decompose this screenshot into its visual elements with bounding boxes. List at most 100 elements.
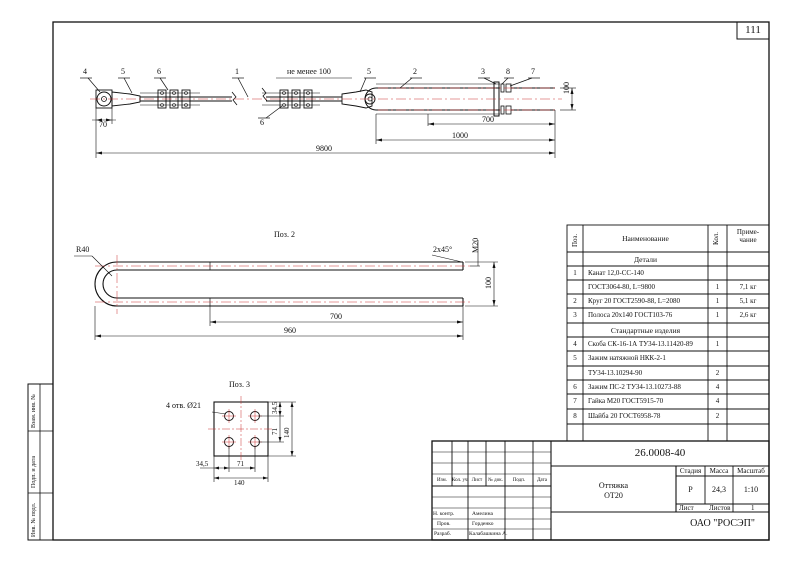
spec-row-pos: 5	[573, 354, 577, 362]
sheet-label: Лист	[679, 504, 694, 512]
spec-row-name: ТУ34-13.10294-90	[588, 369, 643, 377]
scale-label: Масштаб	[737, 467, 765, 475]
dim-960: 960	[284, 326, 296, 335]
callout-5-right: 5	[367, 67, 371, 76]
spec-row-qty: 2	[715, 369, 720, 377]
spec-row-qty: 4	[715, 383, 720, 391]
spec-row-pos: 6	[573, 383, 577, 391]
spec-row-qty: 1	[715, 311, 720, 319]
dim-9800: 9800	[316, 144, 332, 153]
spec-section-standard: Стандартные изделия	[610, 326, 681, 335]
callout-8: 8	[506, 67, 510, 76]
col-header-kol: Кол. уч.	[452, 478, 469, 483]
spec-row-qty: 4	[715, 397, 720, 405]
spec-row-qty: 2	[715, 412, 720, 420]
view3-plate	[200, 396, 296, 482]
person-2: Горденко	[472, 521, 494, 527]
col-header-podp: Подп.	[512, 478, 526, 483]
margin-label-vzam: Взам. инв. №	[31, 394, 37, 428]
spec-row-name: Зажим ПС-2 ТУ34-13.10273-88	[588, 383, 681, 391]
spec-row-pos: 1	[573, 269, 577, 277]
spec-row-pos: 7	[573, 397, 577, 405]
spec-row-qty: 1	[715, 340, 720, 348]
stage-value: Р	[688, 485, 693, 494]
dim-34-5-bottom: 34,5	[196, 460, 209, 468]
doc-code: 26.0008-40	[634, 447, 686, 459]
dim-700-top: 700	[482, 115, 494, 124]
item-name-line1: Оттяжка	[598, 481, 629, 490]
margin-label-podp: Подп. и дата	[31, 455, 37, 488]
view3-title: Поз. 3	[229, 380, 250, 389]
spec-row-name: Канат 12,0-СС-140	[588, 269, 644, 277]
company-name: ОАО "РОСЭП"	[690, 518, 755, 529]
spec-row-note: 7,1 кг	[739, 283, 757, 291]
dim-71-right: 71	[271, 428, 279, 435]
view3-holes: 4 отв. Ø21	[166, 401, 201, 410]
dim-1000: 1000	[452, 131, 468, 140]
scale-value: 1:10	[743, 485, 759, 494]
dim-100-view2: 100	[484, 277, 493, 289]
spec-row-name: Гайка М20 ГОСТ5915-70	[588, 397, 664, 405]
mass-value: 24,3	[712, 485, 726, 494]
spec-table-grid	[566, 224, 770, 442]
spec-row-name: Скоба СК-16-1А ТУ34-13.11420-89	[588, 340, 693, 348]
spec-row-name: Шайба 20 ГОСТ6958-78	[588, 412, 661, 420]
dim-71-bottom: 71	[237, 460, 244, 468]
callout-2: 2	[413, 67, 417, 76]
dim-140-right: 140	[283, 427, 291, 439]
spec-section-details: Детали	[633, 255, 658, 264]
title-block-grid	[431, 440, 770, 541]
spec-row-pos: 3	[573, 311, 577, 319]
spec-row-name: ГОСТ3064-80, L=9800	[588, 283, 656, 291]
dim-140-bottom: 140	[234, 479, 245, 487]
callout-5-left: 5	[121, 67, 125, 76]
spec-header-note: Приме-чание	[736, 228, 760, 245]
margin-label-inv: Инв. № подл.	[31, 502, 37, 537]
view2-title: Поз. 2	[274, 230, 295, 239]
callout-7: 7	[531, 67, 535, 76]
sheet-frame	[27, 21, 770, 541]
spec-row-pos: 4	[573, 340, 577, 348]
view2-thread: M20	[471, 237, 480, 253]
dim-100-top: 100	[562, 82, 571, 94]
callout-4: 4	[83, 67, 87, 76]
callout-6-bottom: 6	[260, 118, 264, 127]
callout-1: 1	[235, 67, 239, 76]
spec-row-name: Круг 20 ГОСТ2590-88, L=2080	[588, 297, 680, 305]
spec-header-qty: Кол.	[712, 232, 720, 245]
mass-label: Масса	[709, 467, 729, 475]
spec-row-note: 2,6 кг	[739, 311, 757, 319]
view2-radius: R40	[76, 245, 90, 254]
dim-34-5-right: 34,5	[271, 401, 279, 414]
col-header-izm: Изм.	[437, 478, 447, 483]
person-1: Амелина	[472, 511, 493, 517]
dim-70: 70	[99, 120, 107, 129]
col-header-data: Дата	[537, 478, 547, 483]
spec-row-name: Полоса 20х140 ГОСТ103-76	[588, 311, 673, 319]
col-header-ndoc: № док.	[488, 478, 503, 483]
spec-row-qty: 1	[715, 283, 720, 291]
sheets-value: 1	[751, 504, 755, 512]
spec-row-name: Зажим натяжной НКК-2-1	[588, 354, 666, 362]
spec-row-note: 5,1 кг	[739, 297, 757, 305]
role-razrab: Разраб.	[434, 531, 452, 537]
sheet-number: 111	[745, 24, 761, 36]
view2-chamfer: 2x45°	[433, 245, 453, 254]
callout-3: 3	[481, 67, 485, 76]
person-3: Калабашкина А.	[469, 531, 508, 537]
role-nkontr: Н. контр.	[433, 511, 455, 517]
spec-header-pos: Поз.	[571, 233, 579, 247]
stage-label: Стадия	[679, 467, 702, 475]
col-header-list: Лист	[471, 478, 483, 483]
sheets-label: Листов	[709, 504, 731, 512]
callout-6-left: 6	[157, 67, 161, 76]
dim-700-view2: 700	[330, 312, 342, 321]
view2-u-bar	[74, 240, 498, 340]
item-name-line2: ОТ20	[604, 491, 623, 500]
view1-assembly	[80, 77, 576, 158]
spec-row-qty: 1	[715, 297, 720, 305]
role-prov: Пров.	[437, 521, 451, 527]
spec-header-name: Наименование	[622, 234, 669, 243]
note-min-100: не менее 100	[287, 67, 331, 76]
